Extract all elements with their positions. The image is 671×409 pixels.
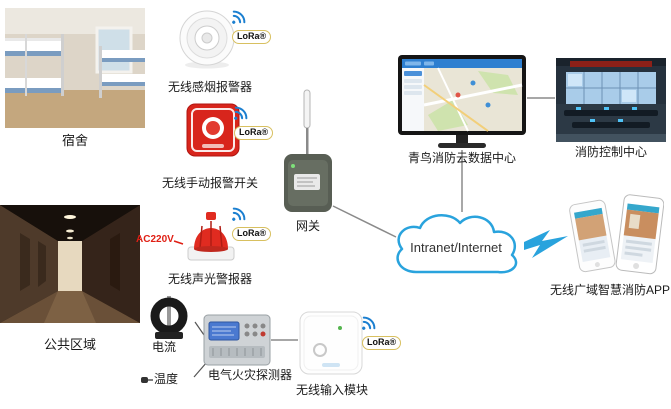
lightning-bolt-icon (524, 230, 568, 258)
temperature-label: 温度 (154, 372, 179, 386)
gateway-illustration (284, 89, 332, 212)
lora-badge: LoRa® (362, 336, 402, 350)
dorm-label: 宿舍 (61, 133, 88, 148)
datacenter-monitor-illustration (398, 55, 526, 148)
wifi-signal-icon (226, 6, 250, 30)
smoke-detector-label: 无线感烟报警器 (167, 80, 252, 94)
datacenter-label: 青鸟消防云数据中心 (407, 151, 516, 165)
lora-badge: LoRa® (232, 30, 272, 44)
wireless-input-module-label: 无线输入模块 (295, 383, 368, 397)
corridor-photo (0, 205, 140, 323)
app-phones-illustration (569, 194, 664, 275)
dorm-photo (5, 8, 145, 128)
smoke-detector-illustration (179, 10, 235, 69)
lora-badge: LoRa® (234, 126, 274, 140)
control-center-photo (556, 58, 666, 142)
sound-light-alarm-label: 无线声光警报器 (167, 272, 252, 286)
wifi-signal-icon (356, 312, 380, 336)
ac-power-label: AC220V (136, 234, 174, 245)
electrical-fire-detector-illustration (203, 314, 271, 366)
cloud-shape (396, 214, 518, 274)
temperature-sensor-icon (141, 377, 153, 383)
electrical-fire-detector-label: 电气火灾探测器 (207, 368, 292, 382)
wifi-signal-icon (226, 203, 250, 227)
control-center-label: 消防控制中心 (574, 145, 647, 159)
cloud-network-label: Intranet/Internet (410, 240, 502, 255)
app-label: 无线广域智慧消防APP (549, 283, 670, 297)
wifi-signal-icon (228, 102, 252, 126)
lora-badge: LoRa® (232, 227, 272, 241)
manual-alarm-label: 无线手动报警开关 (161, 176, 258, 190)
current-label: 电流 (151, 340, 176, 354)
public-area-label: 公共区域 (43, 337, 96, 352)
gateway-label: 网关 (295, 219, 320, 233)
current-transformer-illustration (150, 296, 188, 339)
sound-light-alarm-illustration (187, 212, 235, 261)
wireless-input-module-illustration (299, 311, 363, 375)
